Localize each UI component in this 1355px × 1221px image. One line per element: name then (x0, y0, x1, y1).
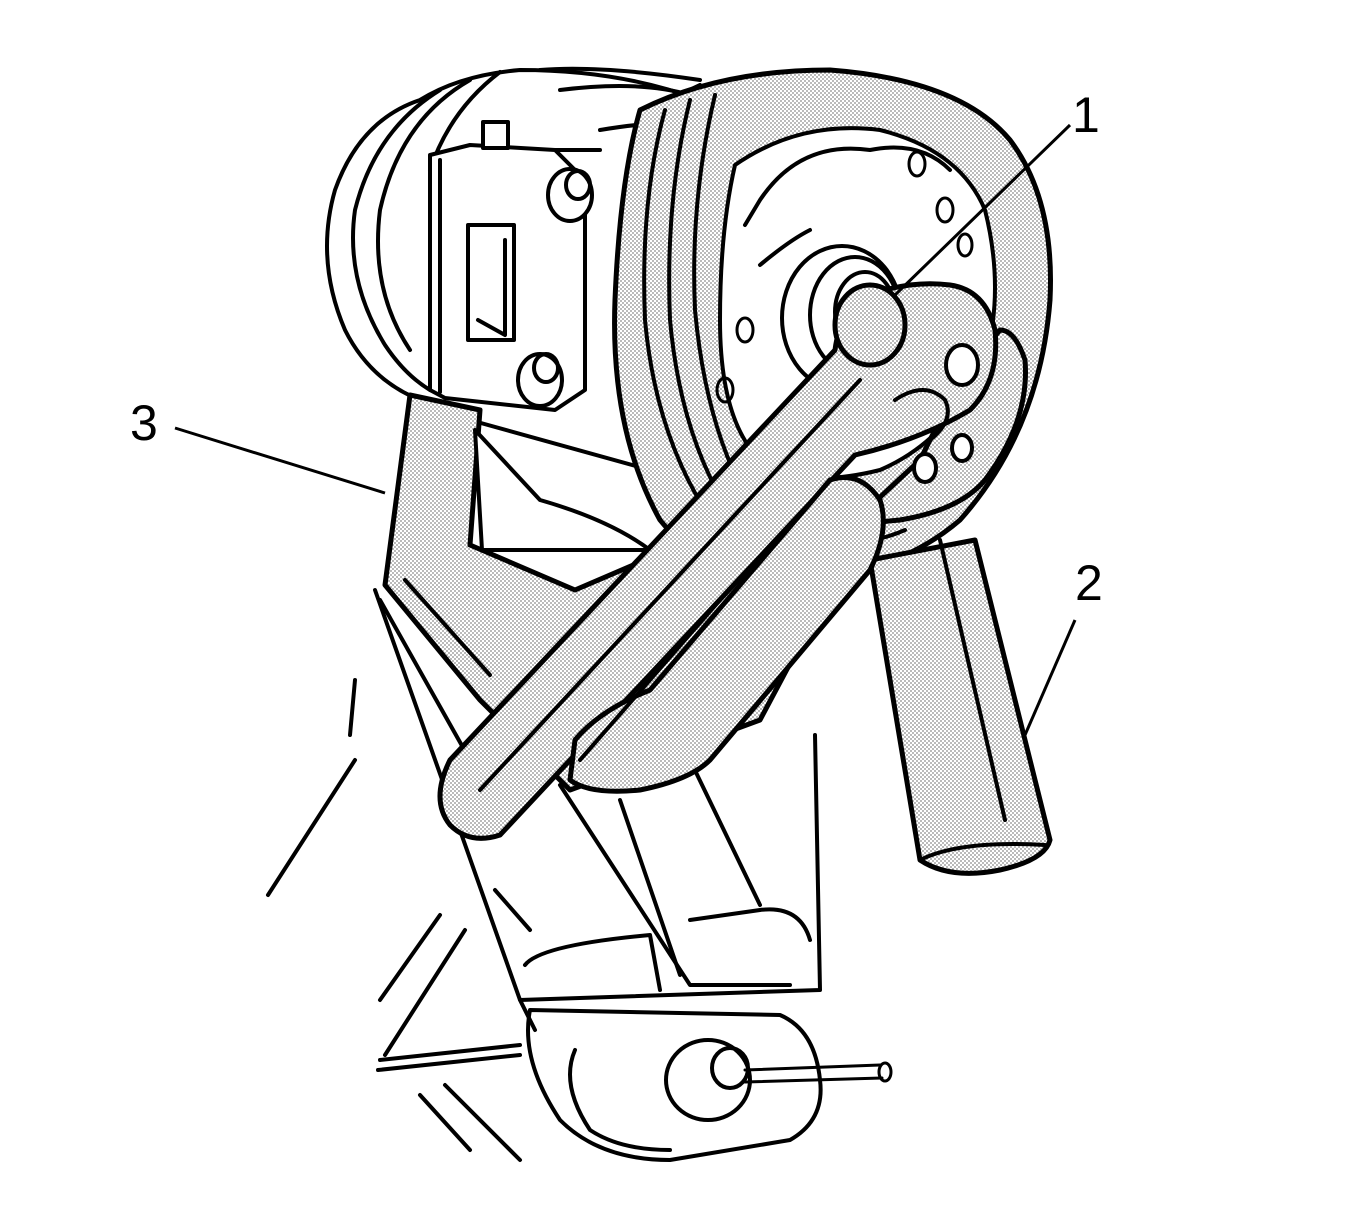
leader-line-2 (1023, 619, 1077, 736)
connector-bracket (428, 120, 594, 412)
hub-wrench (437, 281, 999, 841)
callout-1: 1 (1072, 87, 1100, 143)
leader-line-3 (174, 426, 386, 495)
leader-line-1 (893, 123, 1072, 297)
leader-lines (174, 123, 1077, 736)
callout-2: 2 (1075, 555, 1103, 611)
callout-3: 3 (130, 395, 158, 451)
